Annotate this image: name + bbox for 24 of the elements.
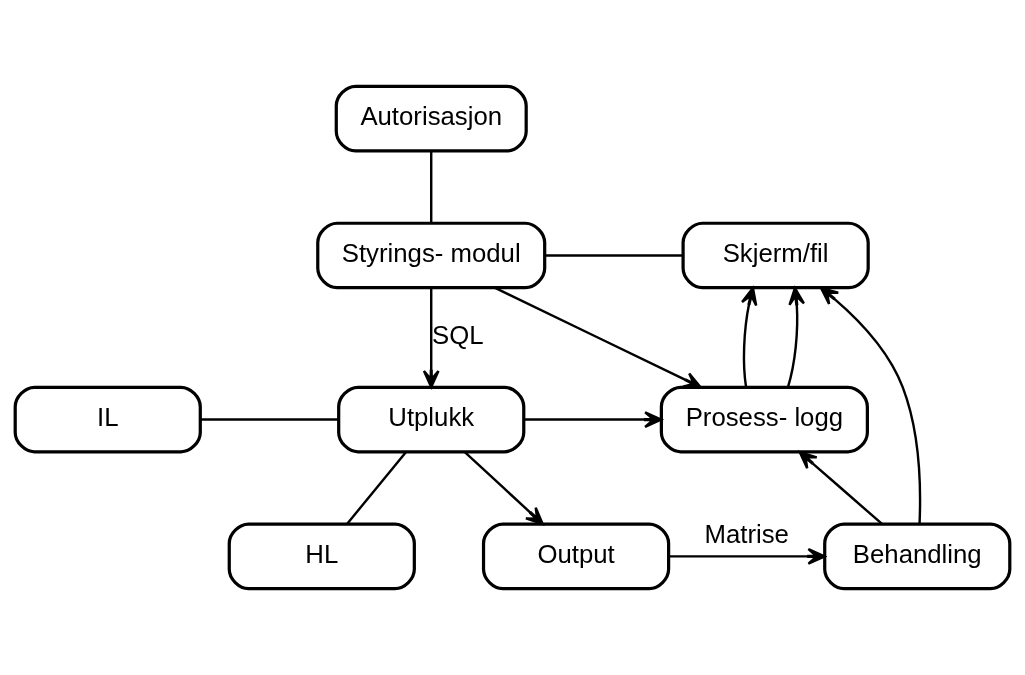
node-box: Skjerm/fil — [681, 221, 870, 290]
arrow — [464, 451, 544, 526]
connector — [430, 151, 433, 223]
arrow — [820, 286, 922, 525]
node-box: Utplukk — [337, 385, 526, 454]
arrow — [422, 288, 440, 389]
connector — [346, 451, 407, 525]
connector — [200, 418, 339, 421]
node-box: IL — [13, 385, 202, 454]
node-box: Autorisasjon — [334, 84, 528, 153]
arrow — [798, 450, 883, 525]
arrow — [786, 286, 806, 388]
arrow — [668, 547, 826, 565]
node-box: Styrings- modul — [316, 221, 547, 290]
node-box: Output — [481, 522, 671, 591]
node-box: Behandling — [823, 522, 1012, 591]
connector — [544, 254, 683, 257]
arrow — [494, 286, 702, 389]
arrow — [524, 411, 663, 429]
edge-label: SQL — [432, 320, 484, 349]
arrow — [740, 286, 758, 388]
node-box: HL — [227, 522, 416, 591]
edge-label: Matrise — [704, 520, 789, 549]
node-box: Prosess- logg — [659, 385, 869, 454]
